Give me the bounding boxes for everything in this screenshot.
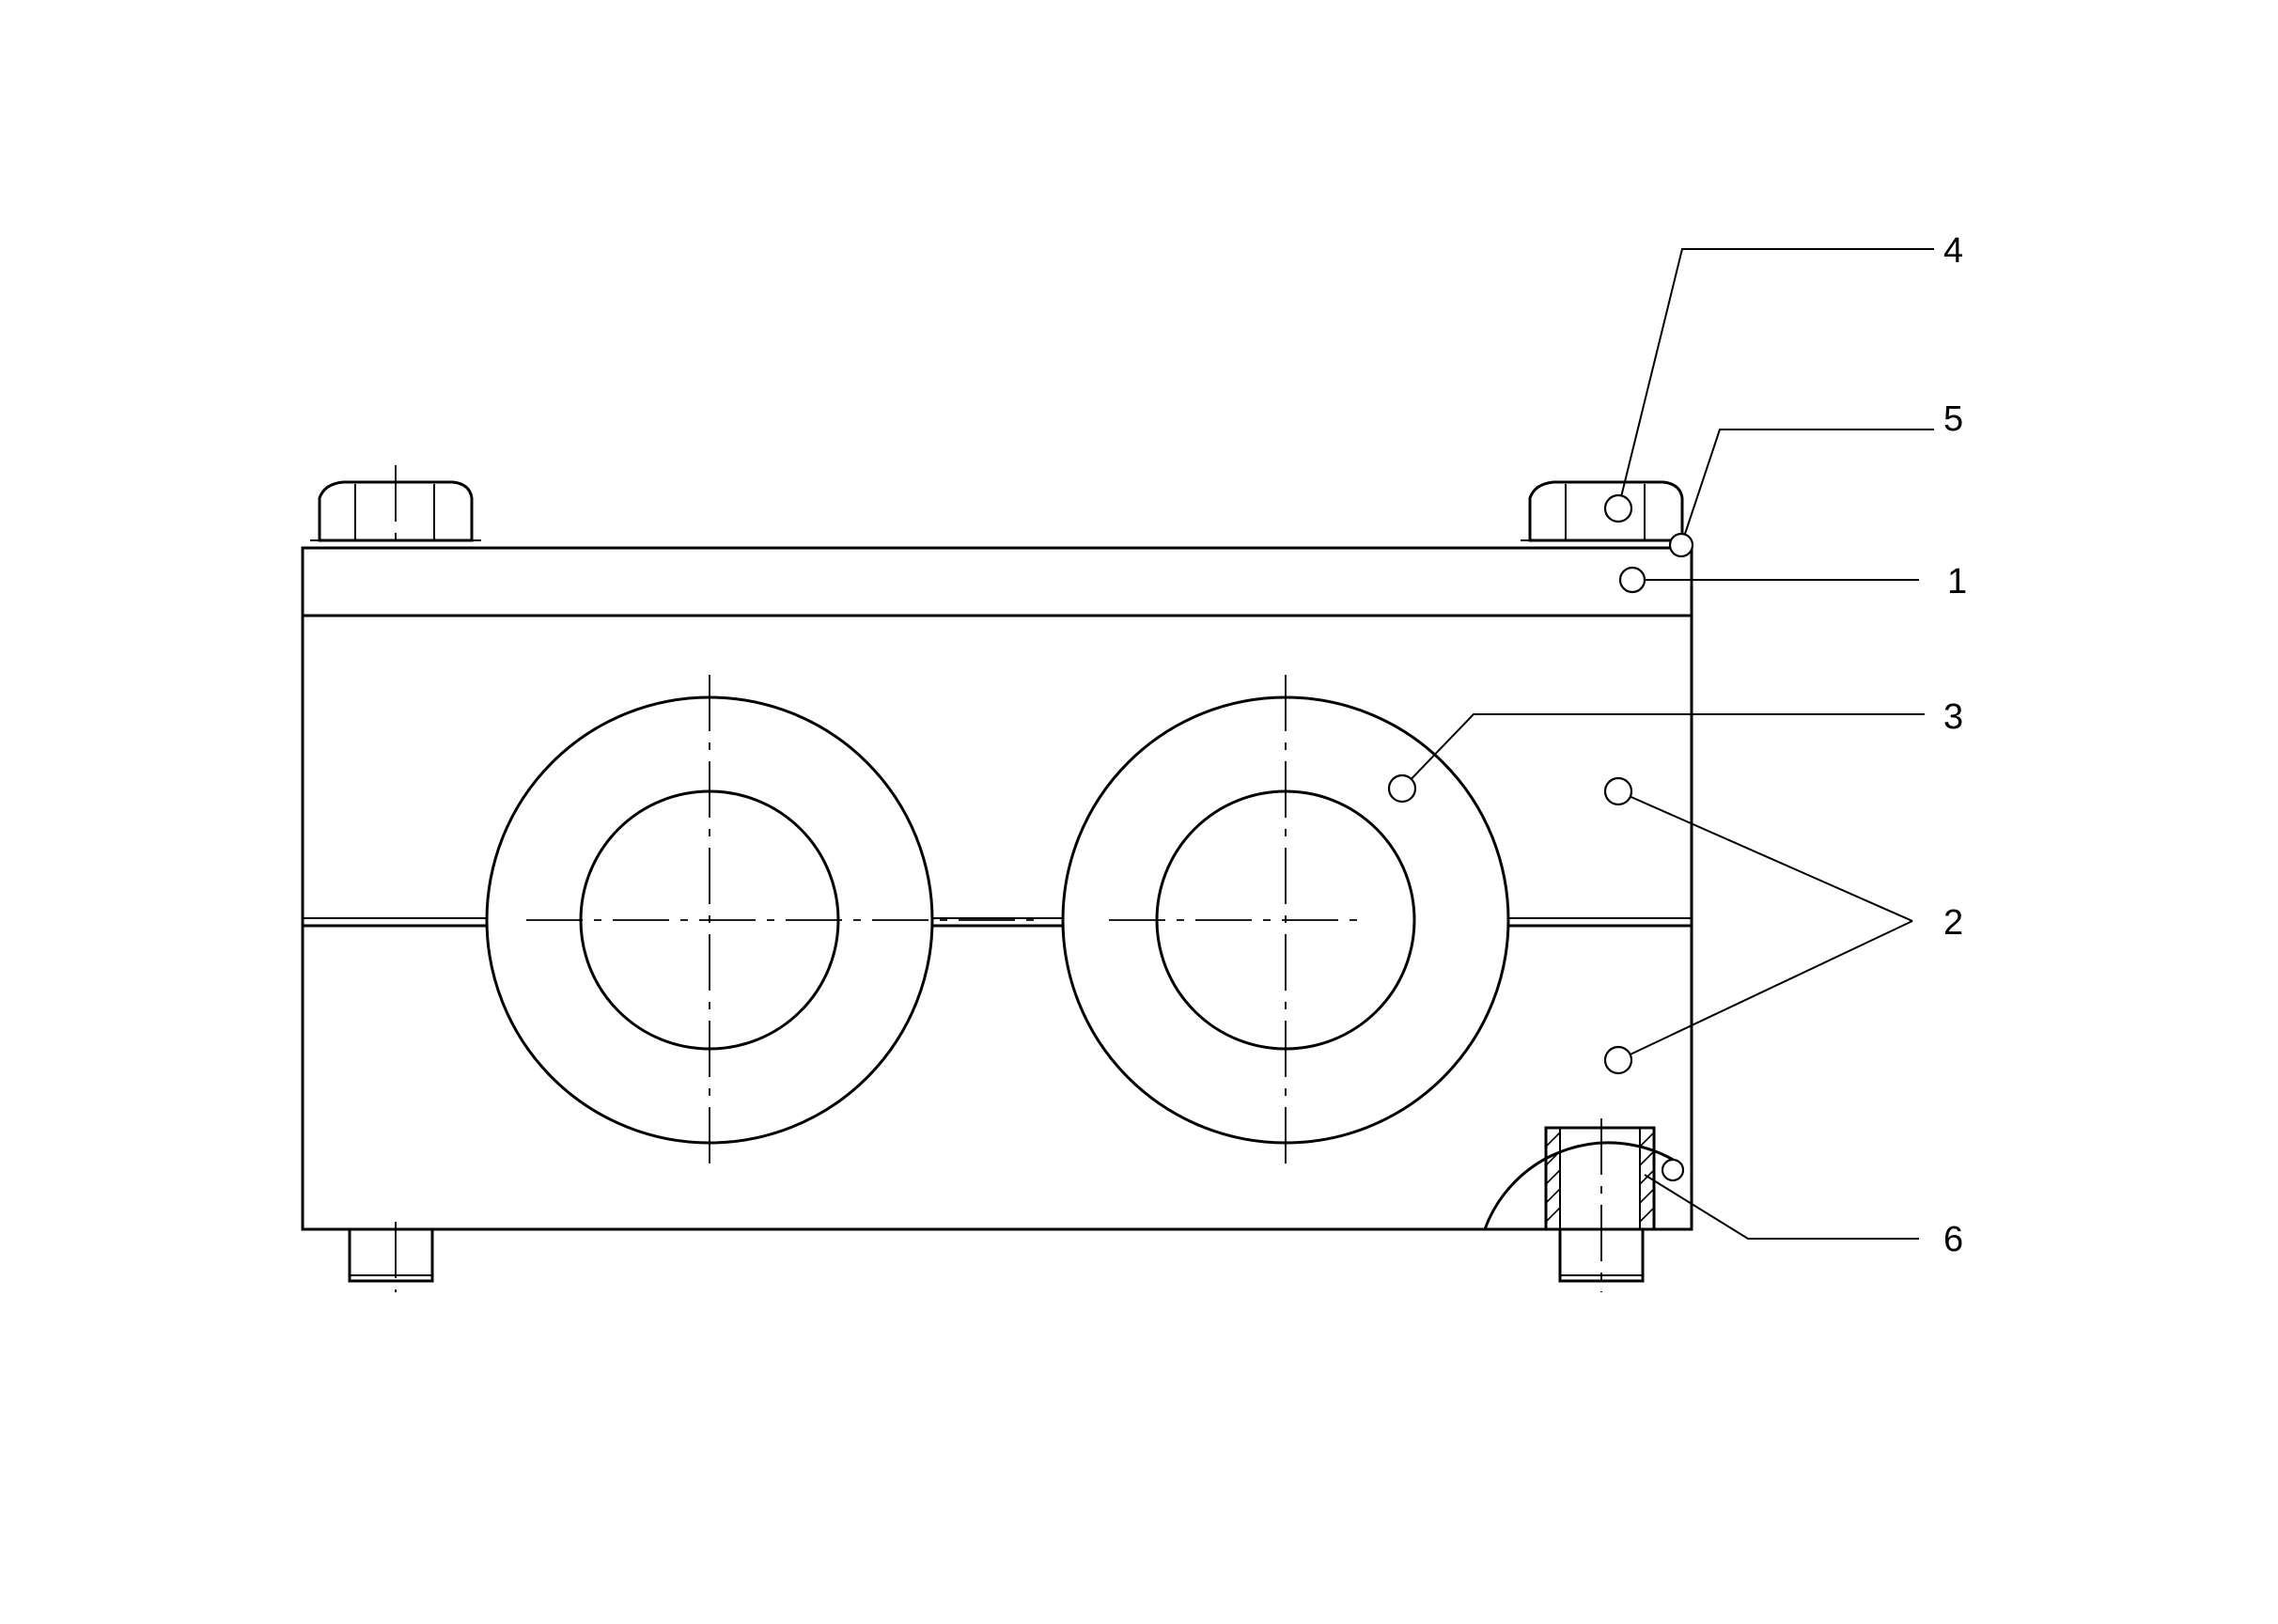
clamp-ring-right <box>1061 675 1510 1165</box>
callout-label-4: 4 <box>1943 231 1963 271</box>
leader-2 <box>1603 776 1913 1075</box>
leader-6 <box>1644 1158 1919 1240</box>
bolt-head-right <box>1521 480 1692 542</box>
callout-label-3: 3 <box>1943 697 1963 737</box>
callout-label-6: 6 <box>1943 1220 1963 1259</box>
bolt-thread-left <box>348 1222 434 1292</box>
lower-clamp-body <box>301 924 1693 1231</box>
clamp-ring-left <box>485 675 1034 1165</box>
cover-plate <box>301 546 1693 617</box>
bolt-head-left <box>310 465 481 545</box>
leader-4 <box>1603 248 1934 523</box>
section-cutout <box>1483 1118 1683 1292</box>
leader-1 <box>1618 566 1919 594</box>
callout-label-5: 5 <box>1943 399 1963 439</box>
callout-label-1: 1 <box>1947 562 1967 601</box>
leader-3 <box>1387 713 1925 804</box>
leader-5 <box>1668 429 1934 558</box>
callout-label-2: 2 <box>1943 903 1963 943</box>
